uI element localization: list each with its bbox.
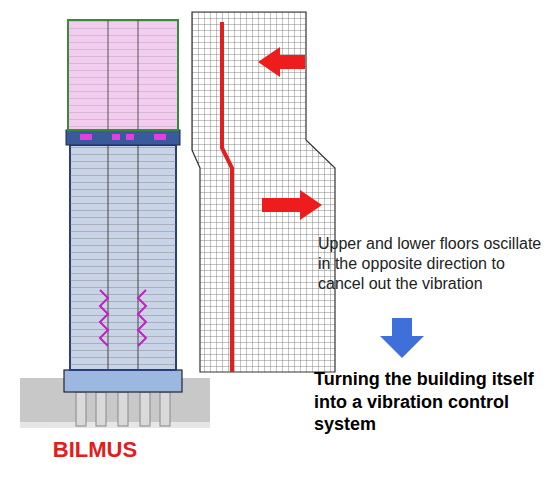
conclusion-text: Turning the building itself into a vibra… xyxy=(314,368,546,436)
down-arrow xyxy=(380,318,424,358)
product-name: BILMUS xyxy=(20,436,170,464)
explanation-note: Upper and lower floors oscillate in the … xyxy=(318,234,546,294)
building-elevation xyxy=(20,20,210,428)
wireframe-model xyxy=(185,5,345,377)
